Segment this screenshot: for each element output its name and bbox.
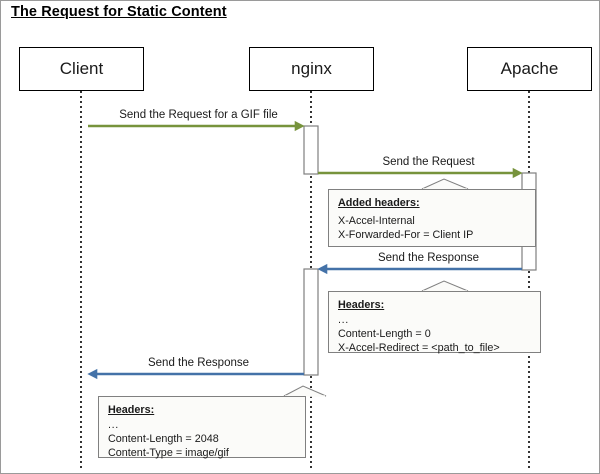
message-label: Send the Response — [377, 252, 480, 264]
message-arrows-group — [87, 120, 523, 380]
note-title: Headers: — [338, 299, 385, 311]
arrow-head — [512, 167, 523, 179]
note-title: Added headers: — [338, 197, 420, 209]
note-line: X-Accel-Redirect = <path_to_file> — [338, 342, 500, 355]
participant-label: nginx — [291, 59, 332, 78]
activation-bar-nginx — [303, 125, 319, 175]
participant-box-nginx: nginx — [249, 47, 374, 91]
message-label: Send the Request — [382, 156, 475, 168]
arrow-head — [317, 263, 328, 275]
note-title: Headers: — [108, 404, 155, 416]
arrow-head — [87, 368, 98, 380]
note-line: Content-Length = 2048 — [108, 432, 219, 445]
page-title: The Request for Static Content — [11, 4, 227, 20]
note-pointer — [283, 385, 327, 397]
note-ellipsis: ... — [108, 418, 119, 431]
note-line: X-Accel-Internal — [338, 214, 415, 227]
arrow-head — [294, 120, 305, 132]
participant-box-apache: Apache — [467, 47, 592, 91]
note-line: Content-Type = image/gif — [108, 447, 229, 460]
activation-bar-nginx — [303, 268, 319, 376]
note-response-headers-nginx: Headers:...Content-Length = 0 X-Accel-Red… — [328, 291, 541, 355]
participant-label: Apache — [500, 59, 559, 78]
participant-label: Client — [59, 59, 104, 78]
message-label: Send the Request for a GIF file — [119, 109, 278, 121]
participant-box-client: Client — [19, 47, 144, 91]
note-line: X-Forwarded-For = Client IP — [338, 229, 474, 242]
note-pointer — [421, 178, 469, 190]
note-line: Content-Length = 0 — [338, 327, 431, 340]
note-pointer — [421, 280, 469, 292]
message-label: Send the Response — [147, 357, 250, 369]
note-ellipsis: ... — [338, 313, 349, 326]
